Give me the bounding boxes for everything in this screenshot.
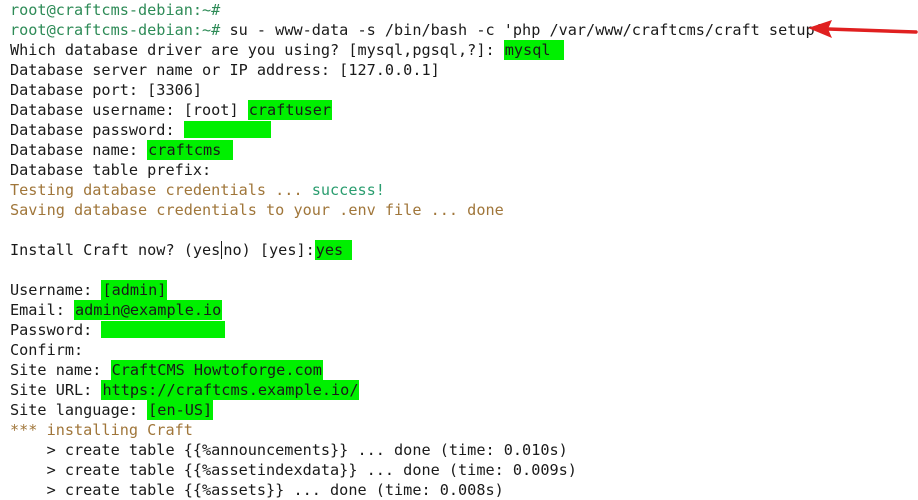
driver-answer: mysql (503, 40, 564, 60)
terminal-line: *** installing Craft (10, 420, 915, 440)
terminal-line: Site name: CraftCMS Howtoforge.com (10, 360, 915, 380)
dbname-answer: craftcms (147, 140, 234, 160)
site-language-answer: [en-US] (147, 400, 214, 420)
pipe-separator (221, 241, 223, 259)
terminal-line: Confirm: (10, 340, 915, 360)
install-answer: yes (314, 240, 352, 260)
terminal-line: > create table {{%announcements}} ... do… (10, 440, 915, 460)
site-language-question: Site language: (10, 401, 148, 419)
driver-question: Which database driver are you using? [my… (10, 41, 504, 59)
install-question-start: Install Craft now? (yes (10, 241, 221, 259)
terminal-line: Which database driver are you using? [my… (10, 40, 915, 60)
installing-status: *** installing Craft (10, 421, 193, 439)
terminal-line: Database password: (10, 120, 915, 140)
port-question: Database port: [3306] (10, 81, 203, 99)
terminal-line: Password: (10, 320, 915, 340)
success-status: success! (311, 181, 385, 199)
testing-status: Testing database credentials ... (10, 181, 312, 199)
server-question: Database server name or IP address: [127… (10, 61, 440, 79)
redacted-admin-password (101, 321, 226, 338)
username-question: Database username: [root] (10, 101, 248, 119)
site-url-question: Site URL: (10, 381, 102, 399)
create-table-log: > create table {{%assetindexdata}} ... d… (10, 461, 577, 479)
prefix-question: Database table prefix: (10, 161, 212, 179)
redacted-password (183, 121, 271, 138)
shell-prompt: root@craftcms-debian:~# (10, 21, 221, 39)
admin-password-question: Password: (10, 321, 102, 339)
terminal-output[interactable]: root@craftcms-debian:~# root@craftcms-de… (10, 0, 915, 500)
terminal-line: Database name: craftcms (10, 140, 915, 160)
shell-prompt: root@craftcms-debian:~# (10, 1, 221, 19)
admin-username-question: Username: (10, 281, 102, 299)
terminal-line: root@craftcms-debian:~# su - www-data -s… (10, 20, 915, 40)
email-answer: admin@example.io (74, 300, 223, 320)
terminal-line: > create table {{%assetindexdata}} ... d… (10, 460, 915, 480)
terminal-line: Saving database credentials to your .env… (10, 200, 915, 220)
confirm-question: Confirm: (10, 341, 84, 359)
terminal-line: Database server name or IP address: [127… (10, 60, 915, 80)
blank-line (10, 220, 915, 240)
terminal-line: Email: admin@example.io (10, 300, 915, 320)
terminal-line: > create table {{%assets}} ... done (tim… (10, 480, 915, 500)
red-arrow-icon (808, 20, 918, 38)
admin-username-answer: [admin] (101, 280, 168, 300)
terminal-line: Database username: [root] craftuser (10, 100, 915, 120)
site-url-answer: https://craftcms.example.io/ (101, 380, 360, 400)
terminal-line: Testing database credentials ... success… (10, 180, 915, 200)
install-question-end: no) [yes]: (223, 241, 315, 259)
terminal-line: root@craftcms-debian:~# (10, 0, 915, 20)
terminal-line: Username: [admin] (10, 280, 915, 300)
blank-line (10, 260, 915, 280)
saving-status: Saving database credentials to your .env… (10, 201, 504, 219)
site-name-answer: CraftCMS Howtoforge.com (110, 360, 323, 380)
create-table-log: > create table {{%assets}} ... done (tim… (10, 481, 504, 499)
terminal-line: Database table prefix: (10, 160, 915, 180)
terminal-line: Database port: [3306] (10, 80, 915, 100)
password-question: Database password: (10, 121, 184, 139)
setup-command: su - www-data -s /bin/bash -c 'php /var/… (220, 21, 824, 39)
email-question: Email: (10, 301, 75, 319)
username-answer: craftuser (247, 100, 333, 120)
terminal-line: Site language: [en-US] (10, 400, 915, 420)
dbname-question: Database name: (10, 141, 148, 159)
create-table-log: > create table {{%announcements}} ... do… (10, 441, 568, 459)
terminal-line: Site URL: https://craftcms.example.io/ (10, 380, 915, 400)
site-name-question: Site name: (10, 361, 111, 379)
